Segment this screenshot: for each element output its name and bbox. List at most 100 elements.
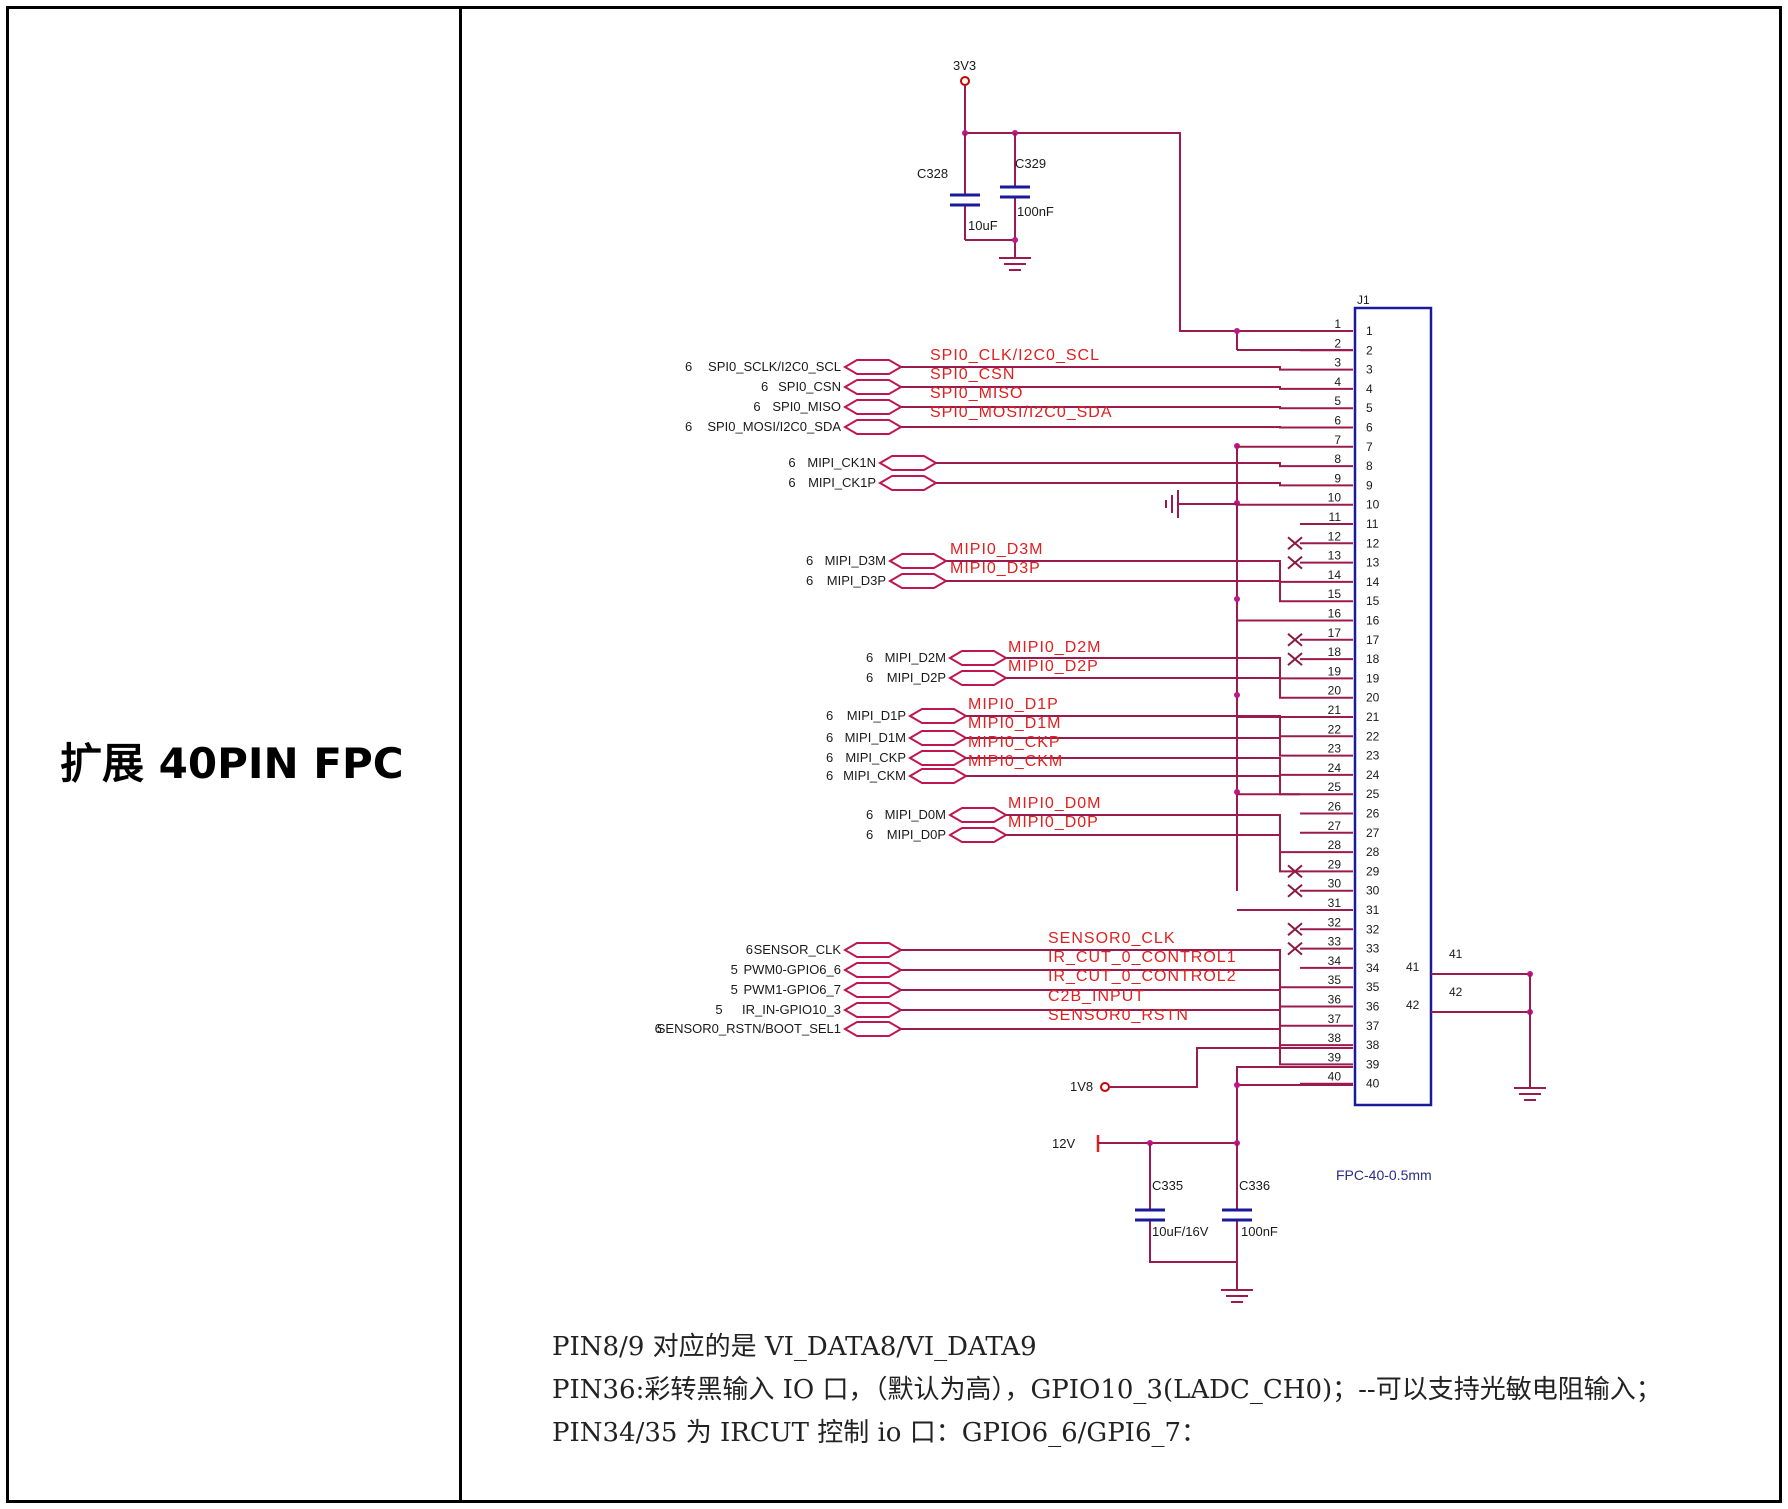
cap-ref: C329 [1015,156,1046,171]
rail-1v8-port [1100,1082,1110,1092]
signal-wire [946,580,1300,603]
pin-number-inner: 4 [1366,382,1373,396]
rail-12v-wire [1236,1084,1353,1143]
port-name: SPI0_MISO [772,399,841,414]
ground-symbol [1514,1087,1546,1101]
signal-wire [901,366,1300,371]
net-label: SPI0_CLK/I2C0_SCL [930,347,1100,364]
signal-wire [966,775,1300,796]
pin-number-inner: 36 [1366,1000,1380,1014]
pin-number-outer: 33 [1328,935,1342,949]
pin-number-outer: 22 [1328,722,1342,736]
pin-number-outer: 9 [1334,471,1341,485]
cap-value: 10uF [968,218,998,233]
cap-wire [1149,1220,1237,1263]
pin-number-outer: 36 [1328,993,1342,1007]
signal-wire [936,482,1300,487]
pin-number-inner: 39 [1366,1057,1380,1071]
ground-symbol [999,257,1031,271]
port-name: PWM1-GPIO6_7 [743,982,841,997]
pin-number-outer: 18 [1328,645,1342,659]
port-symbol [843,1021,903,1037]
pin-number-inner: 1 [1366,324,1373,338]
signal-wire [901,949,1300,989]
junction-dot [1234,692,1240,698]
port-sheet-number: 6 [753,399,760,414]
net-label: SPI0_MISO [930,385,1023,402]
port-symbol [948,807,1008,823]
pin-number-inner: 5 [1366,401,1373,415]
net-label: MIPI0_D3P [950,560,1041,577]
pin-number-inner: 30 [1366,884,1380,898]
rail-3v3-label: 3V3 [953,58,976,73]
pin-number-outer: 28 [1328,838,1342,852]
net-label: IR_CUT_0_CONTROL1 [1048,949,1237,966]
no-connect-mark [1287,652,1303,666]
pin-number-outer: 15 [1328,587,1342,601]
port-symbol [888,553,948,569]
junction-dot [1234,596,1240,602]
pin-number-inner: 32 [1366,922,1380,936]
port-sheet-number: 6 [685,359,692,374]
junction-dot [1234,1082,1240,1088]
pin-number-outer: 31 [1328,896,1342,910]
port-sheet-number: 6 [866,670,873,685]
net-label: MIPI0_D0M [1008,795,1101,812]
port-sheet-number: 6 [826,750,833,765]
cap-value: 100nF [1241,1224,1278,1239]
pin-number-inner: 15 [1366,594,1380,608]
pin-number-outer: 27 [1328,819,1342,833]
pin-number-inner: 8 [1366,459,1373,473]
pin-number-outer: 14 [1328,568,1342,582]
port-name: SENSOR0_RSTN/BOOT_SEL1 [657,1021,841,1036]
cap-ref: C336 [1239,1178,1270,1193]
pin-number-outer: 38 [1328,1031,1342,1045]
pin-number-inner: 20 [1366,691,1380,705]
signal-wire [1006,834,1300,873]
port-sheet-number: 6 [806,573,813,588]
port-name: MIPI_D0P [887,827,946,842]
port-symbol [948,670,1008,686]
cap-ref: C335 [1152,1178,1183,1193]
connector-footprint: FPC-40-0.5mm [1336,1167,1432,1183]
signal-wire [901,969,1300,1008]
port-sheet-number: 6 [806,553,813,568]
schematic-notes: PIN8/9 对应的是 VI_DATA8/VI_DATA9 PIN36:彩转黑输… [552,1326,1662,1455]
net-label: MIPI0_D1P [968,696,1059,713]
net-label: IR_CUT_0_CONTROL2 [1048,968,1237,985]
net-label: MIPI0_D1M [968,715,1061,732]
signal-wire [901,426,1300,429]
port-name: MIPI_D3P [827,573,886,588]
port-symbol [843,399,903,415]
pin-number-outer: 19 [1328,664,1342,678]
pin-number-outer: 13 [1328,549,1342,563]
port-sheet-number: 6 [866,807,873,822]
pin-number-inner: 21 [1366,710,1380,724]
pin-number-outer: 3 [1334,356,1341,370]
rail-12v-label: 12V [1052,1136,1075,1151]
cap-value: 100nF [1017,204,1054,219]
cap-value: 10uF/16V [1152,1224,1209,1239]
signal-wire [901,386,1300,390]
connector-ref: J1 [1357,293,1370,307]
pin-number-inner: 18 [1366,652,1380,666]
net-label: SPI0_MOSI/I2C0_SDA [930,404,1113,421]
port-symbol [908,768,968,784]
pin-number-inner: 19 [1366,671,1380,685]
port-sheet-number: 6 [826,768,833,783]
port-name: MIPI_CKP [845,750,906,765]
signal-wire [936,462,1300,468]
pin-number-inner: 28 [1366,845,1380,859]
port-sheet-number: 6 [826,708,833,723]
pin-number-outer: 1 [1334,317,1341,331]
pin-number-outer: 35 [1328,973,1342,987]
pin-number-inner: 31 [1366,903,1380,917]
pin-number-outer: 24 [1328,761,1342,775]
signal-wire [901,989,1300,1027]
port-name: MIPI_D2M [885,650,946,665]
pin-number-outer: 17 [1328,626,1342,640]
port-symbol [908,730,968,746]
signal-wire [901,1009,1300,1047]
port-name: MIPI_D1P [847,708,906,723]
